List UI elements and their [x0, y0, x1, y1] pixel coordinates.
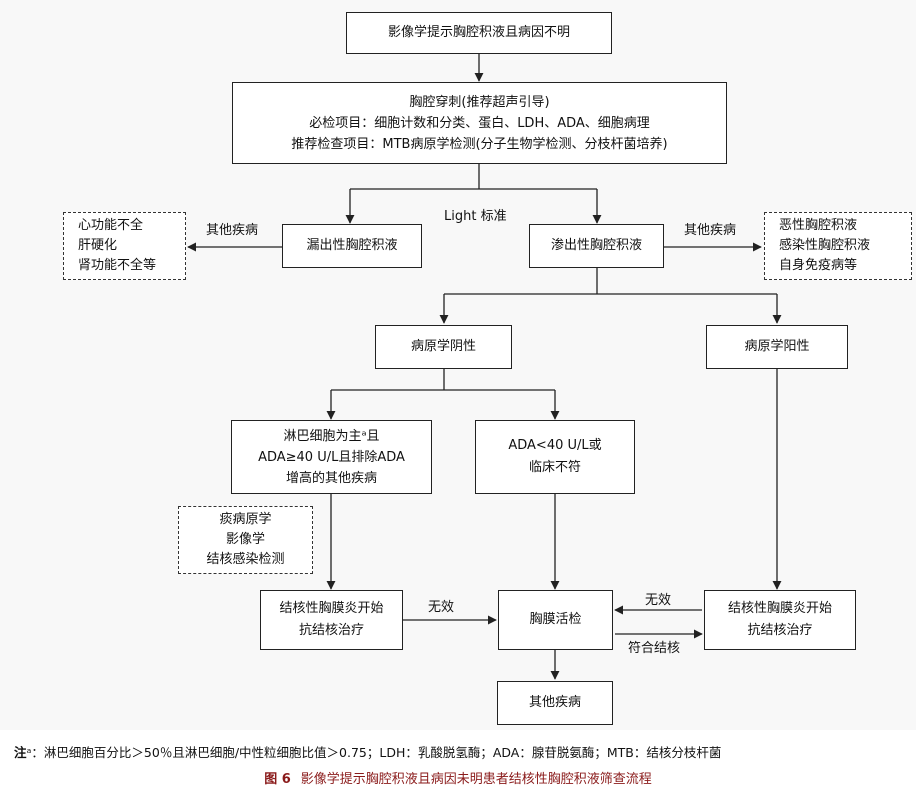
- thoracentesis-required: 必检项目：细胞计数和分类、蛋白、LDH、ADA、细胞病理: [309, 115, 650, 131]
- other-disease-left-label: 其他疾病: [206, 223, 259, 238]
- pathogen-negative-node: 病原学阴性: [375, 325, 512, 369]
- figure-title: 影像学提示胸腔积液且病因未明患者结核性胸腔积液筛查流程: [300, 772, 652, 787]
- pleural-biopsy-node: 胸膜活检: [498, 590, 613, 650]
- thoracentesis-title: 胸腔穿刺(推荐超声引导): [409, 94, 550, 110]
- exudate-node: 渗出性胸腔积液: [529, 224, 664, 268]
- pathogen-positive-node: 病原学阳性: [706, 325, 848, 369]
- tb-treatment-right-node: 结核性胸膜炎开始 抗结核治疗: [704, 590, 856, 650]
- invalid-left-label: 无效: [428, 600, 455, 615]
- exudate-causes-node: 恶性胸腔积液 感染性胸腔积液 自身免疫病等: [764, 212, 912, 280]
- supporting-evidence-node: 痰病原学 影像学 结核感染检测: [178, 506, 313, 574]
- lymph-dominant-node: 淋巴细胞为主ᵃ且 ADA≥40 U/L且排除ADA 增高的其他疾病: [231, 420, 432, 494]
- transudate-node: 漏出性胸腔积液: [282, 224, 422, 268]
- figure-label: 图 6: [264, 772, 291, 787]
- other-disease-node: 其他疾病: [497, 681, 613, 725]
- start-node: 影像学提示胸腔积液且病因不明: [346, 12, 612, 54]
- footnote-text: ᵃ：淋巴细胞百分比＞50％且淋巴细胞/中性粒细胞比值＞0.75；LDH：乳酸脱氢…: [26, 745, 722, 760]
- flowchart-canvas: 影像学提示胸腔积液且病因不明 胸腔穿刺(推荐超声引导) 必检项目：细胞计数和分类…: [63, 12, 912, 725]
- figure-caption: 图 6 影像学提示胸腔积液且病因未明患者结核性胸腔积液筛查流程: [0, 768, 916, 787]
- flowchart-connectors: [187, 54, 782, 680]
- ada-low-node: ADA<40 U/L或 临床不符: [475, 420, 635, 494]
- other-disease-right-label: 其他疾病: [684, 223, 737, 238]
- consistent-tb-label: 符合结核: [628, 641, 681, 656]
- light-criteria-label: Light 标准: [444, 209, 507, 224]
- footnote-prefix: 注: [14, 745, 27, 760]
- invalid-right-label: 无效: [645, 593, 672, 608]
- tb-treatment-left-node: 结核性胸膜炎开始 抗结核治疗: [260, 590, 403, 650]
- thoracentesis-node: 胸腔穿刺(推荐超声引导) 必检项目：细胞计数和分类、蛋白、LDH、ADA、细胞病…: [232, 82, 727, 164]
- footnote: 注ᵃ：淋巴细胞百分比＞50％且淋巴细胞/中性粒细胞比值＞0.75；LDH：乳酸脱…: [14, 742, 721, 761]
- thoracentesis-recommended: 推荐检查项目：MTB病原学检测(分子生物学检测、分枝杆菌培养): [291, 136, 668, 152]
- transudate-causes-node: 心功能不全 肝硬化 肾功能不全等: [63, 212, 186, 280]
